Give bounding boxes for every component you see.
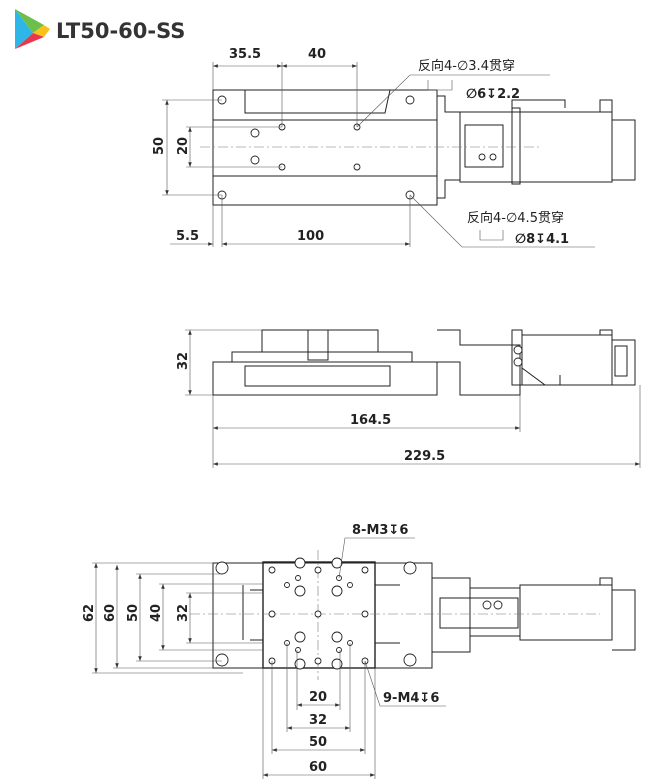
logo-icon [15, 9, 50, 49]
product-title: LT50-60-SS [56, 19, 185, 43]
note-counterbore-6: ∅6↧2.2 [466, 87, 520, 102]
dim-62: 62 [82, 604, 97, 622]
side-view: 32 164.5 229.5 [176, 329, 641, 468]
dim-40-vertical: 40 [149, 604, 164, 622]
bottom-view: 62 60 50 40 32 20 32 50 60 8-M3↧6 9-M4↧6 [82, 523, 636, 779]
dim-50: 50 [152, 137, 167, 155]
dim-40: 40 [308, 47, 326, 62]
dim-50-vertical: 50 [126, 604, 141, 622]
dim-20: 20 [176, 137, 191, 155]
note-8-m3: 8-M3↧6 [352, 523, 408, 538]
note-counterbore-8: ∅8↧4.1 [515, 232, 569, 247]
dim-100: 100 [297, 229, 324, 244]
dim-32-height: 32 [176, 352, 191, 370]
dim-60-horizontal: 60 [309, 760, 327, 775]
dim-50-horizontal: 50 [309, 735, 327, 750]
note-hole-3-4: 反向4-∅3.4贯穿 [418, 58, 515, 74]
dim-164-5: 164.5 [350, 413, 391, 428]
dim-35-5: 35.5 [229, 47, 261, 62]
dim-60: 60 [103, 604, 118, 622]
dim-32-vertical: 32 [176, 604, 191, 622]
top-view: 35.5 40 50 20 5.5 100 反向4-∅3.4贯穿 ∅6↧2.2 … [152, 47, 636, 248]
dim-5-5: 5.5 [176, 229, 199, 244]
dim-20-horizontal: 20 [309, 690, 327, 705]
note-9-m4: 9-M4↧6 [383, 691, 439, 706]
dim-229-5: 229.5 [404, 449, 445, 464]
dim-32-horizontal: 32 [309, 713, 327, 728]
note-hole-4-5: 反向4-∅4.5贯穿 [467, 210, 564, 226]
